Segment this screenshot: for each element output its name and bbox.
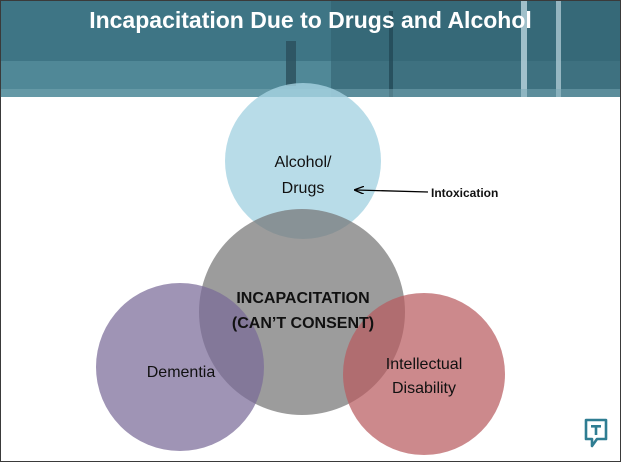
incapacitation-label-line2: (CAN’T CONSENT) — [232, 315, 374, 332]
alcohol-drugs-circle — [225, 83, 381, 239]
slide-title: Incapacitation Due to Drugs and Alcohol — [89, 7, 532, 33]
alcohol-drugs-label-line1: Alcohol/ — [275, 154, 332, 171]
dementia-circle — [96, 283, 264, 451]
intoxication-arrow — [356, 190, 429, 192]
dementia-label: Dementia — [147, 364, 216, 381]
intellectual-disability-circle — [343, 293, 505, 455]
brand-logo-icon — [584, 418, 608, 448]
alcohol-drugs-label-line2: Drugs — [282, 180, 325, 197]
incapacitation-label-line1: INCAPACITATION — [236, 290, 369, 307]
intellectual-disability-label-line2: Disability — [392, 380, 456, 397]
intellectual-disability-label-line1: Intellectual — [386, 356, 463, 373]
intoxication-label: Intoxication — [431, 186, 498, 200]
